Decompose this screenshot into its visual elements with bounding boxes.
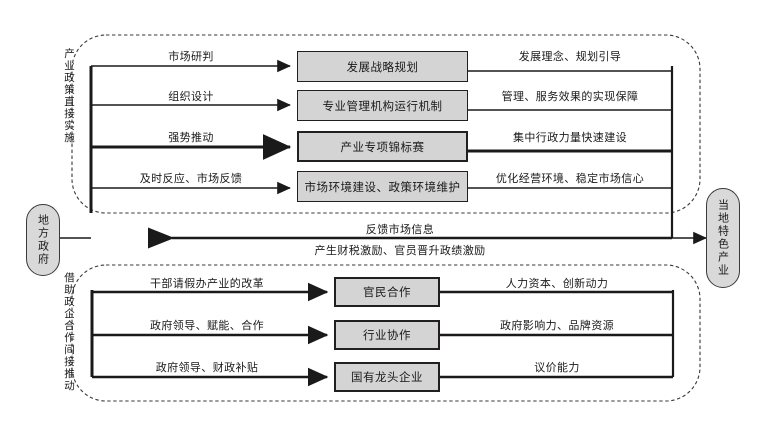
node-market-environment[interactable]: 市场环境建设、政策环境维护 [297,171,468,202]
feedback-label-below: 产生财税激励、官员晋升政绩激励 [314,244,486,257]
node-professional-management[interactable]: 专业管理机构运行机制 [297,90,468,121]
edge-label-out-2: 管理、服务效果的实现保障 [501,90,639,103]
group-direct-dashed [71,34,701,214]
edge-label-b-out-3: 议价能力 [534,361,580,374]
actor-local-government[interactable]: 地方政府 [26,204,60,276]
edge-label-b-in-2: 政府领导、赋能、合作 [150,319,264,332]
section-label-direct: 产业政策直接实施 [63,48,75,144]
node-industry-tournament[interactable]: 产业专项锦标赛 [297,131,468,162]
edge-label-in-4: 及时反应、市场反馈 [139,172,243,185]
group-indirect-dashed [71,264,701,402]
edge-label-b-out-1: 人力资本、创新动力 [505,277,609,290]
edge-label-in-2: 组织设计 [168,90,214,103]
actor-local-government-label: 地方政府 [36,214,50,266]
actor-local-industry[interactable]: 当地特色产业 [706,188,740,288]
node-state-owned-leader[interactable]: 国有龙头企业 [334,362,440,392]
edge-label-out-3: 集中行政力量快速建设 [513,131,627,144]
edge-label-in-1: 市场研判 [168,50,214,63]
section-label-indirect: 借助政企合作间接推动 [63,272,75,392]
node-development-strategy[interactable]: 发展战略规划 [297,51,468,82]
edge-label-b-out-2: 政府影响力、品牌资源 [500,319,614,332]
node-industry-collaboration[interactable]: 行业协作 [334,320,440,350]
actor-local-industry-label: 当地特色产业 [716,199,730,277]
edge-label-b-in-1: 干部请假办产业的改革 [150,277,264,290]
edge-label-in-3: 强势推动 [168,131,214,144]
edge-label-out-4: 优化经营环境、稳定市场信心 [495,172,645,185]
feedback-label-above: 反馈市场信息 [365,223,435,236]
edge-label-b-in-3: 政府领导、财政补贴 [155,361,259,374]
node-public-private-cooperation[interactable]: 官民合作 [334,277,440,307]
edge-label-out-1: 发展理念、规划引导 [518,50,622,63]
